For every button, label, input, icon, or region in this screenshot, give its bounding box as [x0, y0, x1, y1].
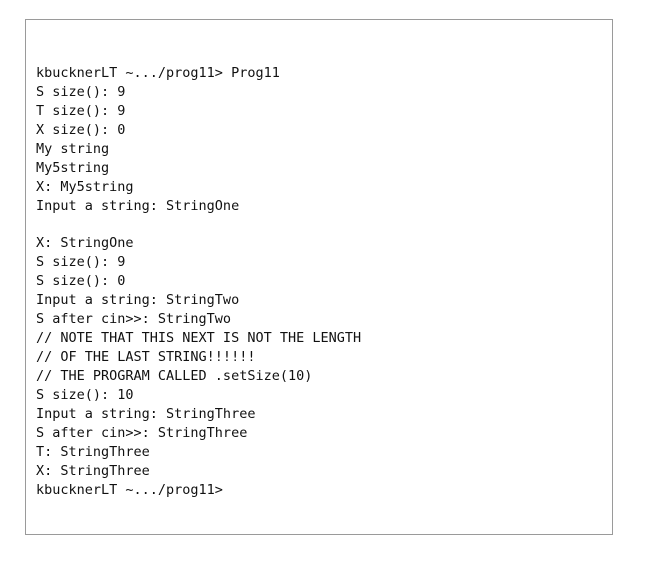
terminal-line: T: StringThree [36, 444, 150, 460]
terminal-blank-line [36, 216, 361, 234]
terminal-line: Input a string: StringThree [36, 406, 256, 422]
terminal-line: X: StringOne [36, 235, 134, 251]
terminal-line: T size(): 9 [36, 103, 126, 119]
terminal-line: S size(): 0 [36, 273, 126, 289]
terminal-comment-line: // NOTE THAT THIS NEXT IS NOT THE LENGTH [36, 330, 362, 346]
terminal-line: X: StringThree [36, 463, 150, 479]
terminal-prompt[interactable]: kbucknerLT ~.../prog11> [36, 482, 223, 498]
terminal-line: My string [36, 141, 110, 157]
terminal-line: S size(): 10 [36, 387, 134, 403]
terminal-line: Input a string: StringOne [36, 198, 240, 214]
terminal-comment-line: // OF THE LAST STRING!!!!!! [36, 349, 256, 365]
terminal-output: kbucknerLT ~.../prog11> Prog11 S size():… [36, 64, 361, 500]
terminal-line: S after cin>>: StringThree [36, 425, 248, 441]
terminal-line: S size(): 9 [36, 254, 126, 270]
terminal-line: S size(): 9 [36, 84, 126, 100]
terminal-line: Input a string: StringTwo [36, 292, 240, 308]
terminal-line: X: My5string [36, 179, 134, 195]
terminal-line: S after cin>>: StringTwo [36, 311, 232, 327]
terminal-comment-line: // THE PROGRAM CALLED .setSize(10) [36, 368, 313, 384]
terminal-window: kbucknerLT ~.../prog11> Prog11 S size():… [25, 19, 613, 535]
terminal-line: X size(): 0 [36, 122, 126, 138]
terminal-line-prompt-command: kbucknerLT ~.../prog11> Prog11 [36, 65, 280, 81]
terminal-line: My5string [36, 160, 110, 176]
